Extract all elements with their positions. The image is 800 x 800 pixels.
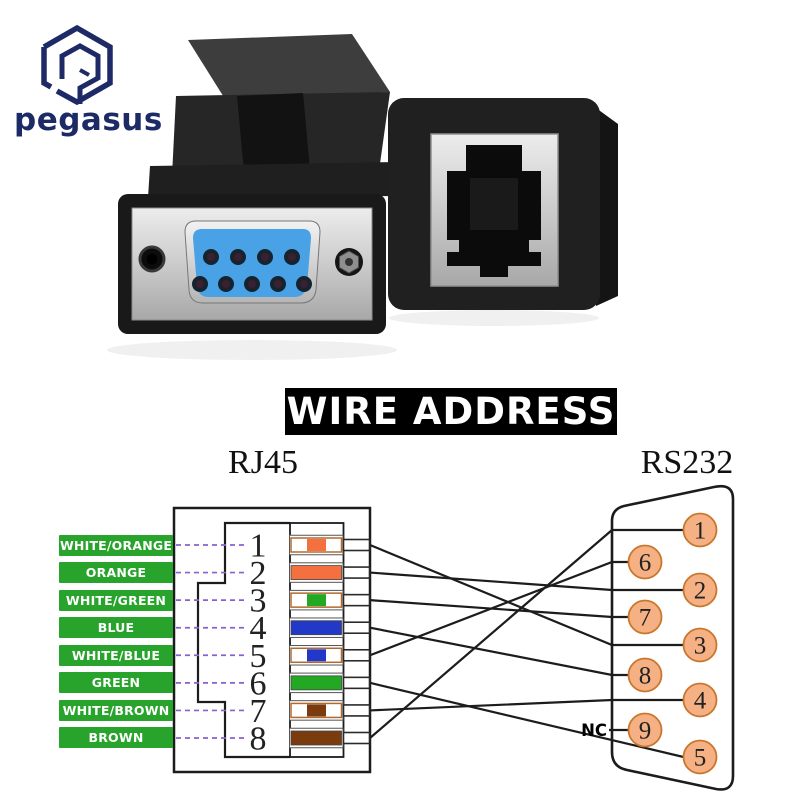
db9-pin-1 [682, 512, 718, 548]
wire-color-label-8: BROWN [59, 727, 173, 749]
wire-bar-stripe-1 [307, 539, 326, 551]
wire-color-label-5: WHITE/BLUE [59, 644, 173, 666]
rj45-contact-3 [342, 593, 371, 607]
db9-pin-number-8: 8 [639, 663, 652, 690]
rj45-latch-profile [196, 521, 290, 759]
db9-pin-8 [627, 657, 663, 693]
rj45-contact-5 [342, 648, 371, 662]
db9-pin-2 [682, 572, 718, 608]
rj45-contact-6 [342, 676, 371, 690]
wire-color-label-3: WHITE/GREEN [59, 589, 173, 611]
db9-hole-centers [196, 253, 308, 288]
wire-color-label-6: GREEN [59, 672, 173, 694]
shadow-right [389, 310, 599, 326]
rj45-pin-number-3: 3 [250, 583, 267, 620]
db9-pin-7 [627, 599, 663, 635]
wire-bar-6 [290, 675, 342, 691]
db9-pin-4 [682, 682, 718, 718]
wire-bar-stripe-5 [307, 649, 326, 662]
wire-rj45-8-to-db9-1 [369, 528, 684, 739]
wire-rj45-7-to-db9-4 [369, 698, 684, 712]
wire-bar-2 [290, 565, 342, 580]
wire-color-label-1: WHITE/ORANGE [59, 534, 173, 556]
wire-bar-8 [290, 730, 342, 746]
rj45-pin-number-6: 6 [250, 665, 267, 702]
db9-pin-number-6: 6 [639, 550, 652, 577]
rj45-contact-2 [342, 566, 371, 579]
rj45-contact-8 [342, 731, 371, 745]
wire-rj45-3-to-db9-7 [369, 599, 629, 619]
logo-hexagon [42, 24, 113, 106]
wire-rj45-4-to-db9-8 [369, 626, 629, 677]
rj45-pin-number-5: 5 [250, 638, 267, 675]
wire-bar-stripe-3 [307, 594, 326, 607]
wire-rj45-5-to-db9-6 [369, 560, 629, 657]
banner-title: WIRE ADDRESS [285, 388, 617, 435]
rj45-title: RJ45 [228, 444, 298, 481]
rj45-pin-number-1: 1 [250, 528, 267, 565]
brand-name: pegasus [14, 102, 163, 138]
rj45-pin-column [289, 522, 345, 758]
db9-pin-number-4: 4 [694, 688, 707, 715]
wire-bar-stripe-7 [307, 704, 326, 717]
rj45-pin-number-8: 8 [250, 720, 267, 757]
rj45-jack-photo [388, 98, 618, 310]
wire-color-label-4: BLUE [59, 617, 173, 639]
rj45-pin-number-4: 4 [250, 610, 267, 647]
rs232-title: RS232 [640, 444, 734, 481]
rj45-contact-1 [342, 538, 371, 552]
rj45-pin-number-7: 7 [250, 693, 267, 730]
rj45-contact-7 [342, 704, 371, 717]
nc-label: NC [581, 721, 607, 740]
shadow-left [107, 340, 397, 360]
db9-pin-5 [682, 739, 718, 775]
db9-pin-6 [627, 544, 663, 580]
logo-p-glyph [59, 43, 101, 104]
rj45-pin-number-2: 2 [250, 555, 267, 592]
db9-adapter-photo [118, 34, 404, 334]
db9-pin-number-1: 1 [694, 518, 707, 545]
db9-pin-number-7: 7 [639, 605, 652, 632]
db9-pin-9 [627, 712, 663, 748]
wire-color-label-7: WHITE/BROWN [59, 699, 173, 721]
wire-color-label-2: ORANGE [59, 562, 173, 584]
db9-pin-number-9: 9 [639, 718, 652, 745]
rj45-outline [172, 506, 372, 774]
wire-rj45-2-to-db9-2 [369, 571, 684, 592]
wire-bar-4 [290, 620, 342, 636]
db9-pin-number-3: 3 [694, 633, 707, 660]
rj45-contact-4 [342, 621, 371, 635]
db9-pin-3 [682, 627, 718, 663]
db9-pin-number-2: 2 [694, 578, 707, 605]
db9-pin-number-5: 5 [694, 745, 707, 772]
wire-rj45-6-to-db9-5 [369, 681, 684, 759]
